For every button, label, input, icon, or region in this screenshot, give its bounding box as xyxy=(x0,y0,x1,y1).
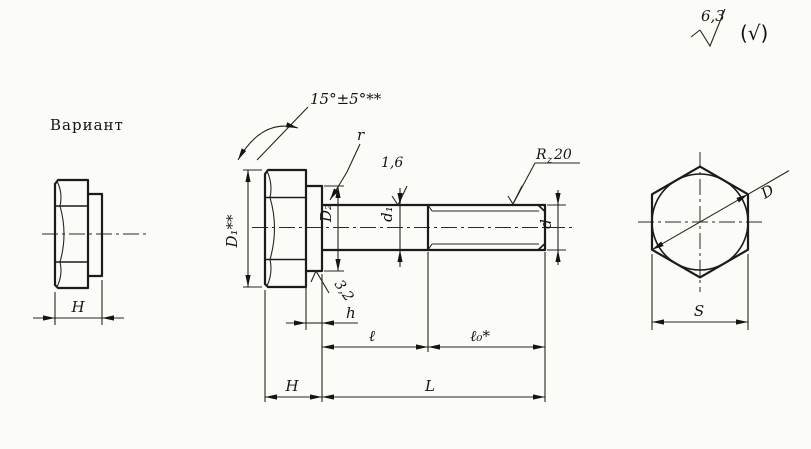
variant-head-chamfer-arcs xyxy=(56,180,65,288)
dim-h-label: h xyxy=(346,304,356,322)
main-view: 15°±5°** r 1,6 R z 20 3,2 xyxy=(223,90,580,402)
collar-roughness-label: 3,2 xyxy=(331,277,357,304)
variant-dim-H-label: H xyxy=(70,298,85,316)
dim-H: H xyxy=(265,377,322,400)
roughness-check-icon xyxy=(699,8,726,48)
angle-arc xyxy=(237,122,299,161)
thread-runout-lines xyxy=(427,204,433,251)
bolt-head-chamfer-arcs xyxy=(266,170,276,287)
dim-d1: d₁ xyxy=(378,188,403,267)
fillet-leader-line xyxy=(329,143,361,201)
variant-title: Вариант xyxy=(50,116,124,134)
dim-D-label: D xyxy=(757,181,777,203)
dim-h: h xyxy=(286,304,358,326)
dim-l-label: ℓ xyxy=(369,327,375,345)
bolt-head-facet-lines xyxy=(264,196,307,261)
lower-extension-lines xyxy=(264,252,546,402)
thread-roughness-check-icon xyxy=(507,185,523,206)
dim-D1-extension-lines xyxy=(243,169,262,288)
general-roughness-value: 6,3 xyxy=(701,7,725,25)
thread-roughness-value: 20 xyxy=(553,147,572,163)
dim-d-label: d xyxy=(537,219,555,229)
general-roughness-note: 6,3 (√) xyxy=(690,7,768,48)
dim-H-label: H xyxy=(284,377,299,395)
chamfer-angle-annotation: 15°±5°** xyxy=(237,90,382,161)
collar-roughness-note: 3,2 xyxy=(310,269,357,305)
roughness-check-tail xyxy=(690,29,701,38)
angle-leader-line xyxy=(256,106,309,161)
dim-D1: D₁** xyxy=(223,169,262,288)
variant-collar-outline xyxy=(86,192,104,278)
dim-D2-extension-lines xyxy=(324,185,344,272)
shank-roughness-check-icon xyxy=(391,185,408,207)
end-view: D S xyxy=(638,152,790,330)
shank-roughness-note: 1,6 xyxy=(381,155,408,207)
dim-S-extension-lines xyxy=(651,254,749,330)
thread-roughness-prefix: R xyxy=(535,147,547,163)
thread-roughness-leader xyxy=(512,162,580,205)
thread-roughness-note: R z 20 xyxy=(507,147,580,206)
fillet-radius-label: r xyxy=(357,126,365,144)
thread-minor-diameter-lines xyxy=(432,210,539,245)
dim-D1-label: D₁** xyxy=(223,214,241,249)
dim-l: ℓ xyxy=(322,327,428,350)
bolt-shank-outline xyxy=(320,203,547,252)
guide-collar-outline xyxy=(304,184,324,273)
dim-l0: ℓ₀* xyxy=(428,327,545,350)
variant-view: Вариант H xyxy=(33,116,148,325)
dim-d1-label: d₁ xyxy=(378,206,396,222)
variant-head-outline xyxy=(53,178,90,290)
fillet-radius-annotation: r xyxy=(329,126,365,201)
dim-D2-label: D₂ xyxy=(317,204,335,223)
shank-roughness-label: 1,6 xyxy=(381,155,403,171)
dim-D-line xyxy=(651,193,749,251)
thread-section xyxy=(426,203,547,252)
dim-l0-label: ℓ₀* xyxy=(470,327,490,345)
collar-roughness-check-icon xyxy=(310,269,330,294)
dim-L: L xyxy=(322,377,545,400)
thread-roughness-sub: z xyxy=(546,155,553,166)
dim-D2: D₂ xyxy=(317,185,344,272)
bolt-head-outline xyxy=(263,168,308,289)
dim-S: S xyxy=(651,254,749,330)
dim-L-label: L xyxy=(424,377,435,395)
dim-D-extension xyxy=(747,170,790,195)
end-chamfer-lines xyxy=(537,204,546,251)
dim-d: d xyxy=(537,190,566,265)
general-roughness-alt-label: (√) xyxy=(740,21,768,45)
angle-label: 15°±5°** xyxy=(310,90,382,108)
dim-S-label: S xyxy=(694,302,704,320)
